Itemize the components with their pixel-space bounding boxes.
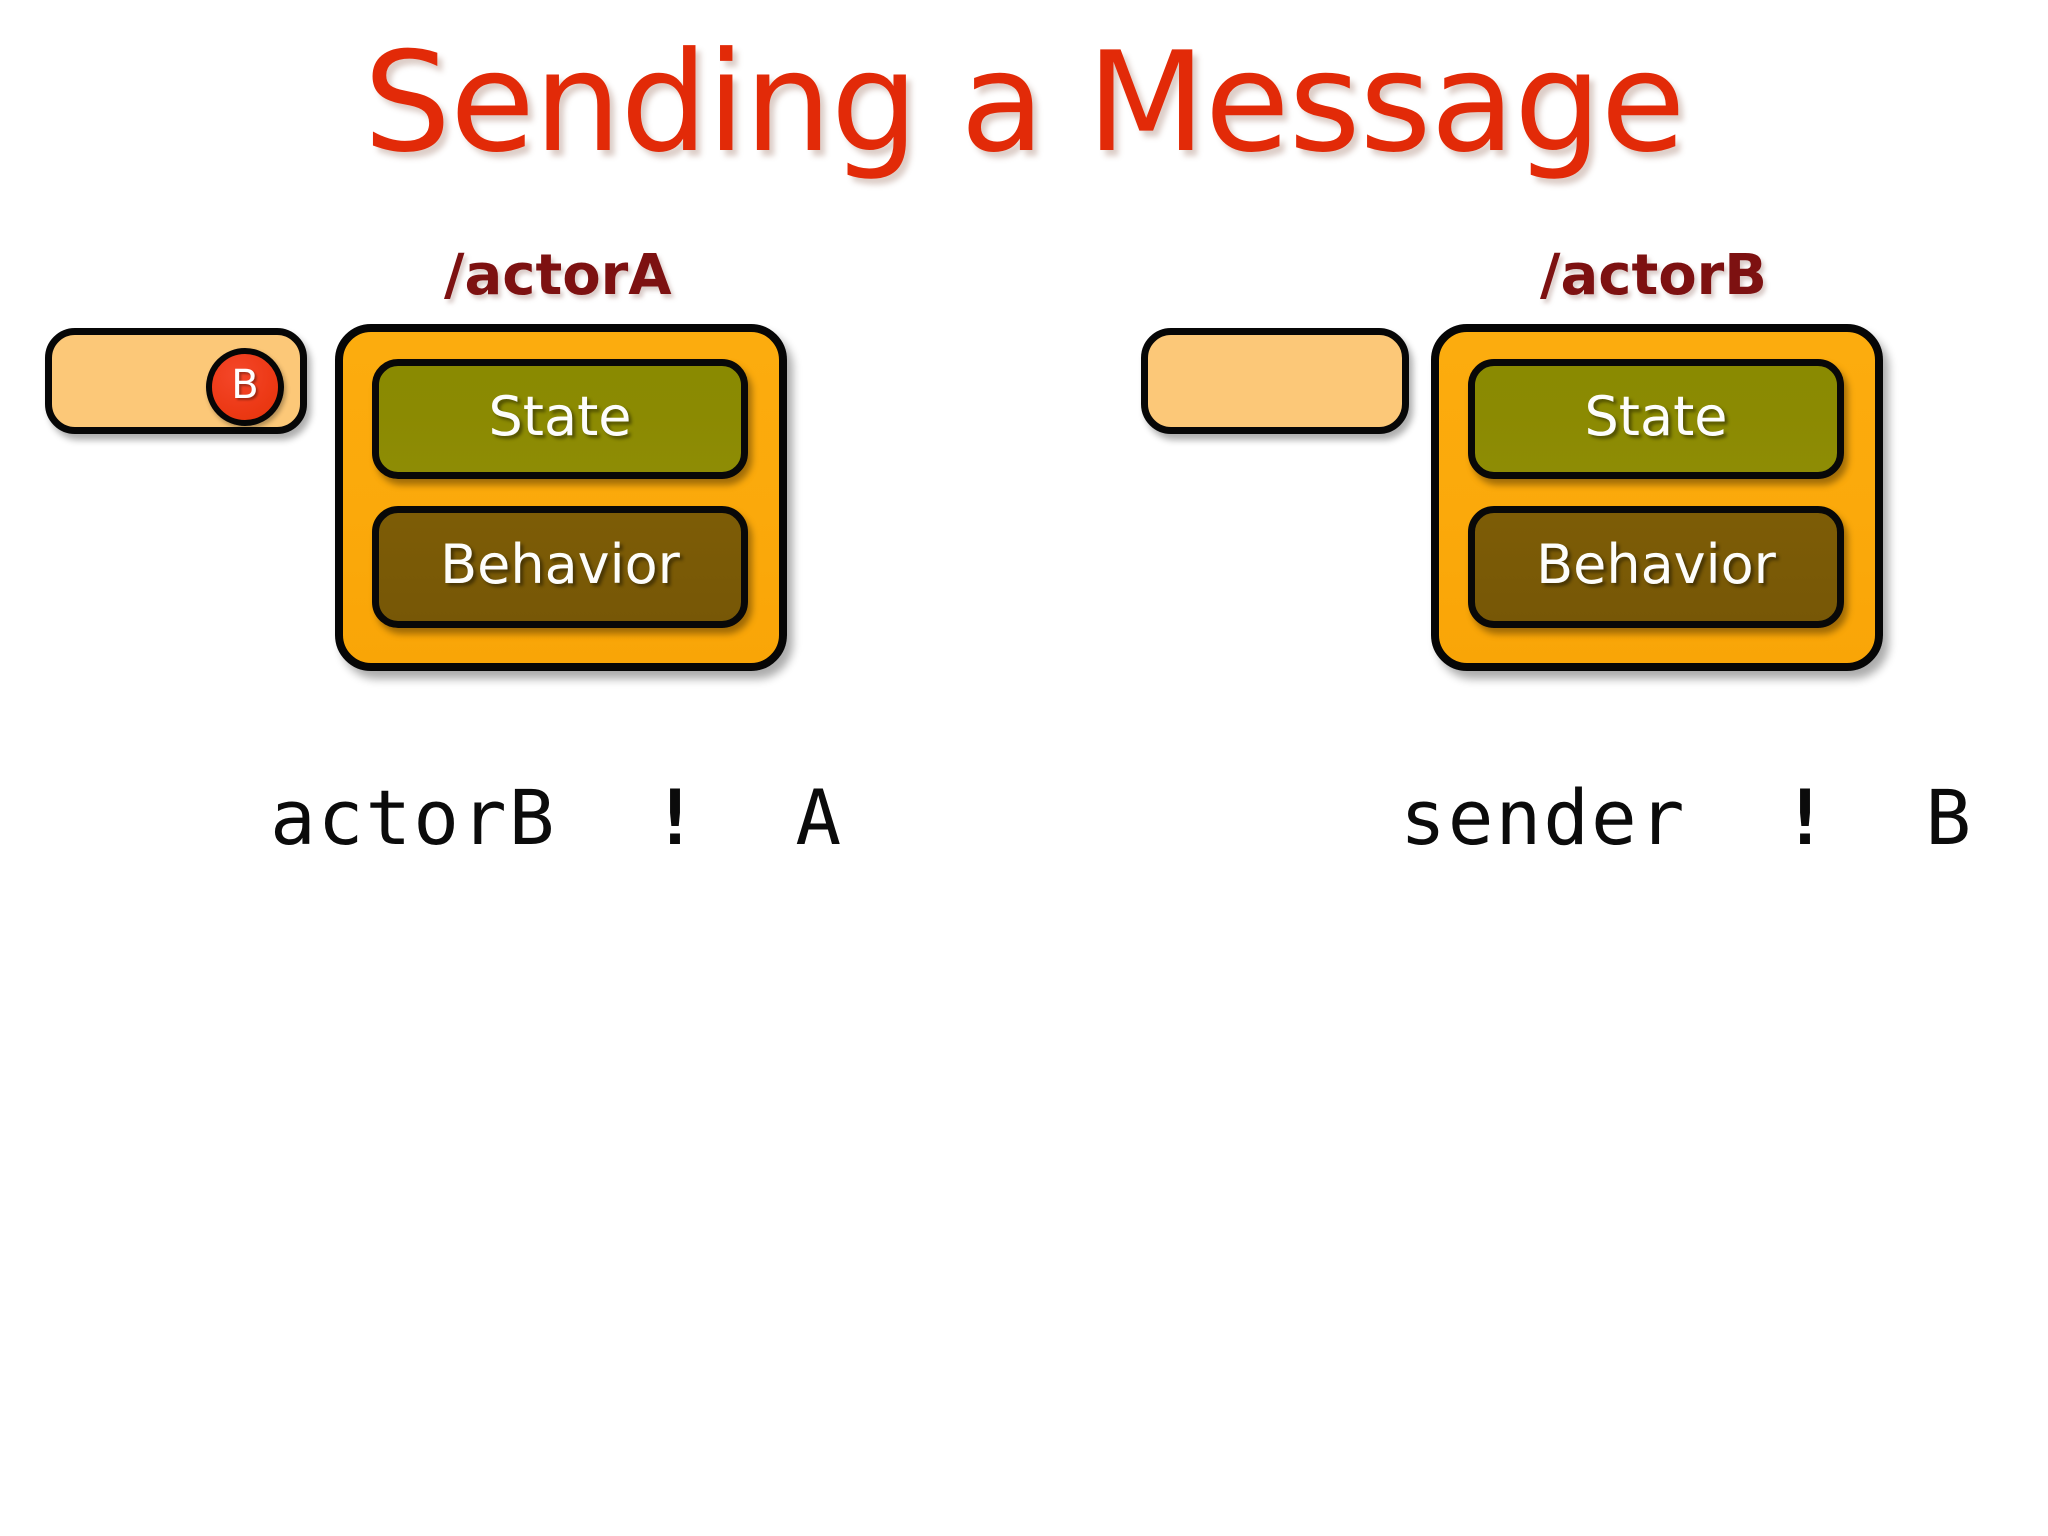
behavior-compartment-b[interactable]: Behavior	[1468, 506, 1844, 628]
actor-box-a[interactable]: State Behavior	[335, 324, 787, 671]
code-snippet-actor-a: actorB ! A	[270, 780, 843, 856]
state-compartment-a[interactable]: State	[372, 359, 748, 479]
mailbox-actor-a[interactable]: B	[45, 328, 307, 434]
code-spacer-a	[557, 773, 653, 862]
actor-box-b[interactable]: State Behavior	[1431, 324, 1883, 671]
behavior-label: Behavior	[440, 533, 680, 596]
code-message-a: A	[795, 773, 844, 862]
behavior-label: Behavior	[1536, 533, 1776, 596]
state-label: State	[1584, 385, 1728, 448]
code-snippet-actor-b: sender ! B	[1400, 780, 1973, 856]
code-spacer-b	[1687, 773, 1783, 862]
page-title: Sending a Message	[363, 22, 1685, 183]
code-target-a: actorB	[270, 773, 557, 862]
mailbox-actor-b[interactable]	[1141, 328, 1409, 434]
state-label: State	[488, 385, 632, 448]
behavior-compartment-a[interactable]: Behavior	[372, 506, 748, 628]
code-operator-b: !	[1782, 773, 1830, 862]
message-token-label: B	[231, 362, 259, 408]
actor-path-label-a: /actorA	[444, 243, 672, 308]
message-token-icon[interactable]: B	[206, 348, 284, 426]
state-compartment-b[interactable]: State	[1468, 359, 1844, 479]
code-spacer2-b	[1830, 773, 1926, 862]
code-target-b: sender	[1400, 773, 1687, 862]
code-operator-a: !	[652, 773, 700, 862]
code-spacer2-a	[700, 773, 796, 862]
actor-path-label-b: /actorB	[1540, 243, 1767, 308]
code-message-b: B	[1925, 773, 1974, 862]
